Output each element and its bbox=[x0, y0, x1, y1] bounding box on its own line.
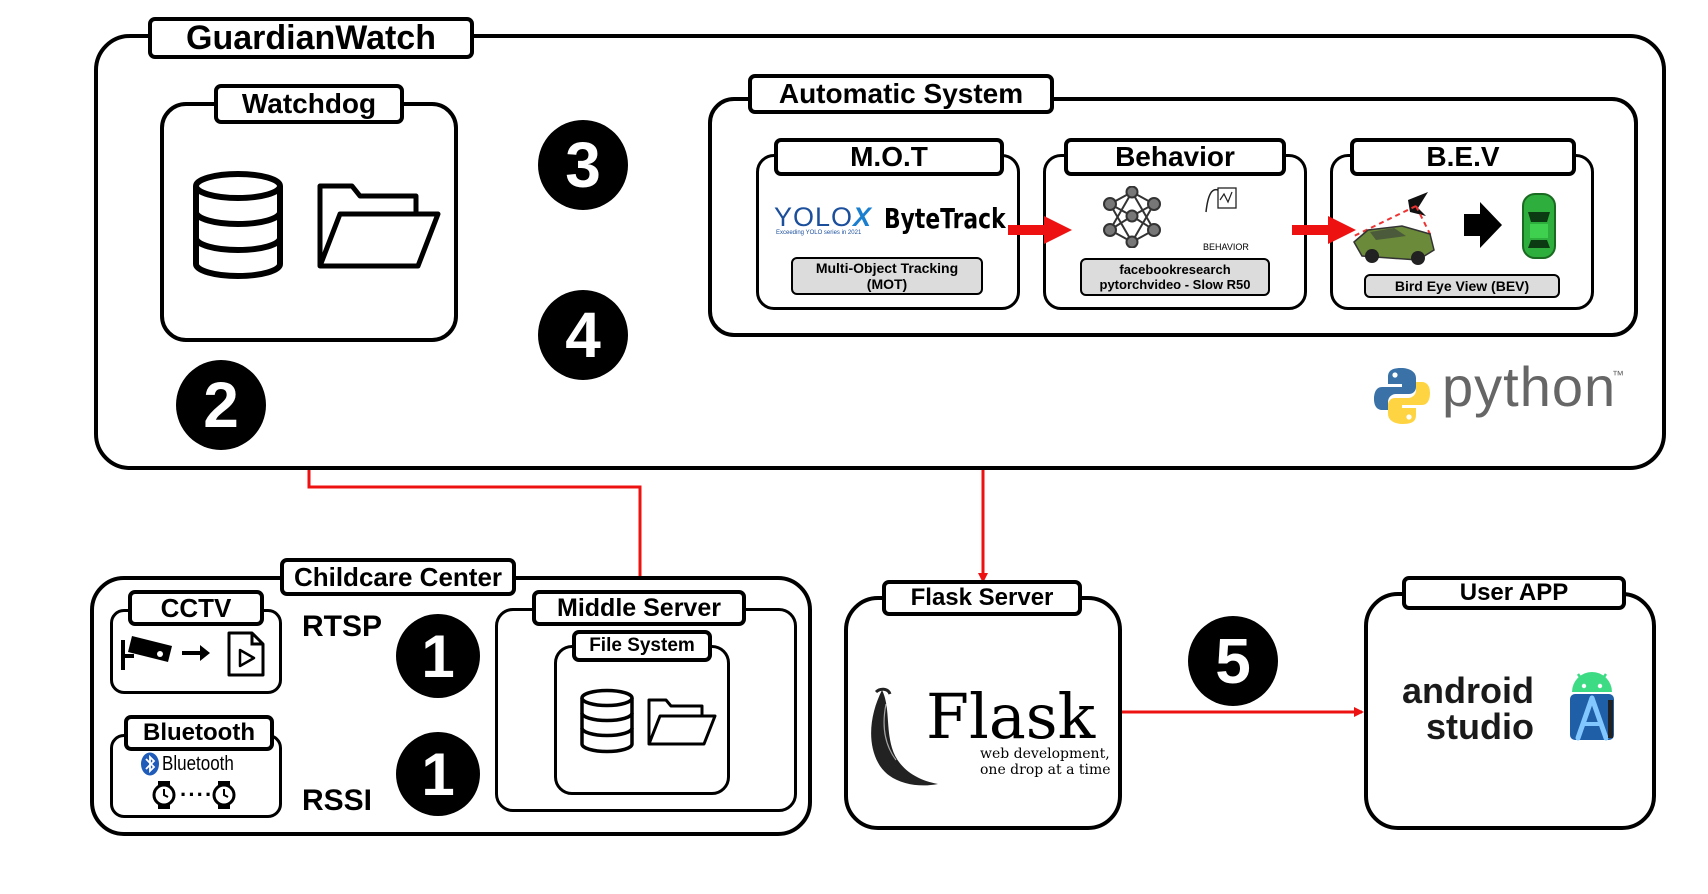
bluetooth-logo: Bluetooth bbox=[140, 752, 247, 776]
behavior-icon-label: BEHAVIOR bbox=[1203, 242, 1249, 252]
flask-logo-text: Flask bbox=[926, 680, 1096, 753]
bluetooth-dots: ···· bbox=[180, 782, 214, 807]
automatic-system-title: Automatic System bbox=[748, 74, 1054, 114]
cctv-title: CCTV bbox=[128, 590, 264, 626]
folder-icon bbox=[317, 183, 441, 269]
bluetooth-title: Bluetooth bbox=[124, 715, 274, 751]
smartwatch-icon-left bbox=[152, 781, 176, 809]
flask-server-title: Flask Server bbox=[882, 580, 1082, 616]
python-logo-icon bbox=[1374, 368, 1430, 424]
python-label: python bbox=[1442, 355, 1617, 418]
step-5-badge: 5 bbox=[1188, 616, 1278, 706]
flask-tagline-1: web development, bbox=[980, 746, 1110, 762]
childcare-center-title: Childcare Center bbox=[280, 558, 516, 596]
middle-server-title: Middle Server bbox=[532, 590, 746, 626]
android-studio-line1: android bbox=[1402, 670, 1534, 711]
mot-to-behavior-arrow bbox=[1008, 216, 1072, 244]
android-studio-icon bbox=[1570, 672, 1614, 741]
bytetrack-logo: ByteTrack bbox=[884, 202, 1006, 235]
cctv-arrow-icon bbox=[182, 645, 210, 661]
behavior-title: Behavior bbox=[1064, 138, 1286, 176]
guardianwatch-title: GuardianWatch bbox=[148, 17, 474, 59]
flask-tagline-2: one drop at a time bbox=[980, 762, 1111, 778]
python-tm: ™ bbox=[1612, 368, 1624, 382]
user-app-title: User APP bbox=[1402, 576, 1626, 610]
step-2-badge: 2 bbox=[176, 360, 266, 450]
filesystem-database-icon bbox=[580, 688, 634, 754]
behavior-chart-icon bbox=[1205, 187, 1237, 213]
file-system-title: File System bbox=[572, 630, 712, 662]
filesystem-folder-icon bbox=[647, 698, 717, 746]
top-view-car-icon bbox=[1522, 193, 1556, 259]
database-icon bbox=[193, 171, 283, 279]
behavior-to-bev-arrow bbox=[1292, 216, 1356, 244]
smartwatch-icon-right bbox=[212, 781, 236, 809]
yolox-logo: YOLOX bbox=[774, 202, 873, 232]
bev-arrow-icon bbox=[1464, 202, 1502, 248]
flask-server-box bbox=[844, 596, 1122, 830]
bluetooth-icon bbox=[141, 752, 159, 776]
camera-car-icon bbox=[1353, 192, 1435, 265]
step-1-rtsp-badge: 1 bbox=[396, 614, 480, 698]
mot-title: M.O.T bbox=[774, 138, 1004, 176]
step-4-badge: 4 bbox=[538, 290, 628, 380]
cctv-camera-icon bbox=[121, 636, 172, 670]
neural-network-icon bbox=[1103, 186, 1161, 248]
rssi-label: RSSI bbox=[302, 784, 373, 817]
watchdog-title: Watchdog bbox=[214, 84, 404, 124]
flask-horn-icon bbox=[871, 687, 938, 786]
video-file-icon bbox=[227, 631, 265, 677]
yolox-tagline: Exceeding YOLO series in 2021 bbox=[776, 230, 862, 236]
step-1-rssi-badge: 1 bbox=[396, 732, 480, 816]
step-3-badge: 3 bbox=[538, 120, 628, 210]
mot-caption: Multi-Object Tracking(MOT) bbox=[791, 257, 983, 295]
rtsp-label: RTSP bbox=[302, 610, 383, 643]
android-studio-line2: studio bbox=[1426, 706, 1534, 747]
bev-caption: Bird Eye View (BEV) bbox=[1364, 274, 1560, 298]
bev-title: B.E.V bbox=[1350, 138, 1576, 176]
